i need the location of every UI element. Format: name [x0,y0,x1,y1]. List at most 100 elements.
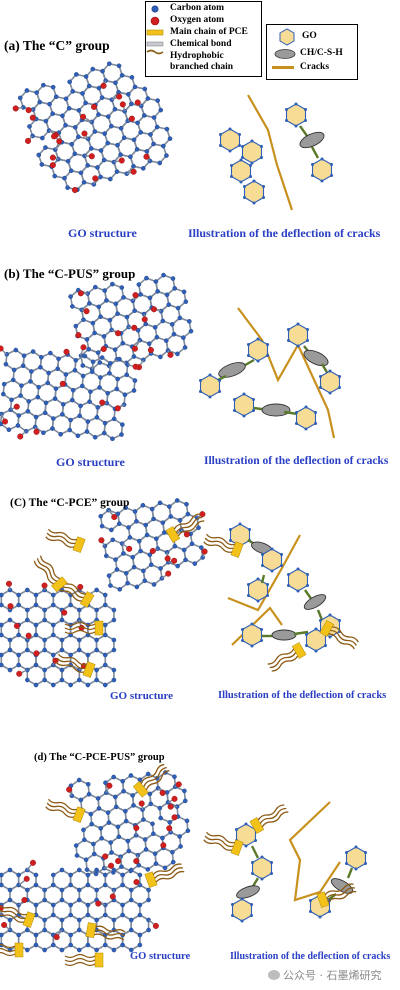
carbon-atom-icon [230,914,234,917]
carbon-atom-icon [131,354,137,359]
carbon-atom-icon [68,294,73,299]
carbon-atom-icon [111,416,117,422]
carbon-atom-icon [105,390,111,396]
carbon-atom-icon [118,152,123,157]
carbon-atom-icon [0,622,4,628]
carbon-atom-icon [35,394,41,400]
hydrophobic-chain [0,907,26,920]
crack-line [227,534,301,612]
hydrophobic-chain [326,887,356,899]
carbon-atom-icon [246,594,250,597]
carbon-atom-icon [250,861,254,864]
carbon-atom-icon [229,164,233,167]
carbon-atom-icon [108,840,113,845]
oxygen-atom-icon [51,133,58,140]
carbon-atom-icon [172,543,178,549]
legend-branched-label: branched chain [170,62,234,72]
carbon-atom-icon [101,334,107,339]
hydrophobic-chain [36,558,58,582]
carbon-atom-icon [115,511,121,517]
carbon-atom-icon [56,356,61,362]
carbon-atom-icon [128,927,134,933]
carbon-atom-icon [294,124,298,128]
carbon-atom-icon [308,899,312,902]
chemical-bond [29,366,50,389]
oxygen-atom-icon [126,545,133,552]
carbon-atom-icon [117,587,123,592]
carbon-atom-icon [184,501,189,507]
carbon-atom-icon [80,91,85,96]
carbon-atom-icon [110,281,115,287]
carbon-atom-icon [73,843,79,848]
carbon-atom-icon [40,135,45,141]
go-hexagon-icon [287,323,309,347]
carbon-atom-icon [102,420,108,426]
carbon-atom-icon [218,144,222,147]
carbon-atom-icon [120,422,125,427]
carbon-atom-icon [161,272,166,278]
pce-branch [203,831,244,856]
carbon-atom-icon [250,622,254,626]
carbon-atom-icon [62,175,67,181]
oxygen-atom-icon [166,825,173,832]
carbon-atom-icon [98,174,103,180]
carbon-atom-icon [144,532,150,538]
carbon-atom-icon [170,849,175,855]
carbon-atom-icon [93,284,98,290]
carbon-atom-icon [109,527,114,533]
carbon-atom-icon [76,647,82,653]
pce-main-chain [230,839,244,856]
carbon-atom-icon [0,882,4,888]
hydrophobic-chain [0,911,25,923]
carbon-atom-icon [147,791,153,797]
carbon-atom-icon [174,498,180,503]
carbon-atom-icon [119,285,125,290]
legend-go-label: GO [302,31,317,41]
carbon-atom-icon [113,794,118,800]
carbon-atom-icon [318,386,322,389]
carbon-atom-icon [59,867,65,873]
hydrophobic-chain [47,798,77,811]
hydrophobic-chain [203,541,233,553]
carbon-atom-icon [59,637,65,643]
carbon-atom-icon [114,567,120,572]
carbon-atom-icon [146,897,151,903]
carbon-atom-icon [39,354,44,360]
carbon-atom-icon [128,917,134,923]
carbon-atom-icon [260,628,264,631]
carbon-atom-icon [68,932,73,938]
carbon-atom-icon [260,553,264,556]
csh-ellipse-icon [236,885,260,899]
go-hexagon-icon [311,158,333,182]
carbon-atom-icon [228,149,232,153]
chemical-bond [22,350,43,373]
carbon-atom-icon [198,379,202,382]
oxygen-atom-icon [0,345,4,352]
hydrophobic-chain [64,625,96,631]
carbon-atom-icon [88,811,94,817]
chemical-bond [86,416,106,439]
carbon-atom-icon [182,345,188,350]
go-sheet [98,498,208,592]
carbon-atom-icon [151,141,156,147]
carbon-atom-icon [124,372,130,378]
oxygen-atom-icon [12,105,19,112]
carbon-atom-icon [164,338,169,343]
hydrophobic-chain [64,621,96,627]
carbon-atom-icon [26,399,32,404]
carbon-atom-icon [10,377,16,383]
carbon-atom-icon [47,101,52,107]
carbon-atom-icon [134,519,139,524]
carbon-atom-icon [92,434,98,440]
carbon-atom-icon [260,855,264,859]
carbon-atom-icon [262,196,266,199]
chemical-bond [104,929,124,951]
carbon-atom-icon [183,299,189,304]
hydrophobic-chain [145,769,170,791]
panel-c-left-caption: GO structure [110,690,174,702]
carbon-atom-icon [76,607,82,613]
oxygen-atom-icon [25,632,32,639]
carbon-atom-icon [115,376,120,382]
carbon-atom-icon [25,677,30,683]
carbon-atom-icon [42,917,47,923]
